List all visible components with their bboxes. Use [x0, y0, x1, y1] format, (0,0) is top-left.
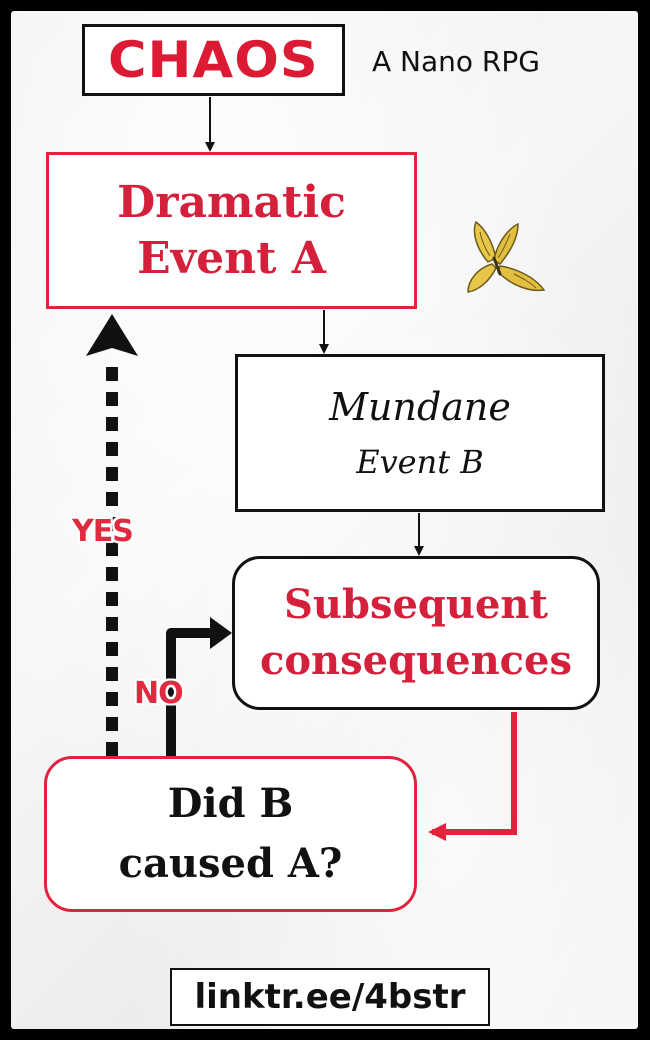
title-box: CHAOS	[82, 24, 345, 96]
arrow-yes-head	[86, 314, 138, 356]
node-subsequent-consequences: Subsequent consequences	[232, 556, 600, 710]
arrow-no-head	[210, 617, 232, 649]
node-consequences-line1: Subsequent	[284, 581, 548, 628]
node-dramatic-event: Dramatic Event A	[46, 152, 417, 309]
butterfly-icon	[467, 220, 546, 293]
node-question-line1: Did B	[167, 780, 294, 827]
node-decision-question: Did B caused A?	[44, 756, 417, 912]
node-question-line2: caused A?	[118, 840, 343, 887]
footer-link: linktr.ee/4bstr	[194, 977, 466, 1017]
arrow-c-to-d	[428, 712, 517, 841]
node-consequences-line2: consequences	[260, 637, 572, 684]
arrow-no	[166, 628, 212, 756]
edge-label-yes: YES	[72, 514, 134, 549]
node-mundane-line1: Mundane	[329, 385, 511, 429]
node-mundane-line2: Event B	[356, 443, 484, 481]
footer-link-box: linktr.ee/4bstr	[170, 968, 490, 1026]
node-dramatic-line2: Event A	[137, 232, 326, 284]
edge-label-no: NO	[134, 676, 184, 711]
node-dramatic-line1: Dramatic	[117, 176, 346, 228]
subtitle: A Nano RPG	[372, 45, 540, 78]
title: CHAOS	[108, 31, 319, 89]
node-mundane-event: Mundane Event B	[235, 354, 605, 512]
